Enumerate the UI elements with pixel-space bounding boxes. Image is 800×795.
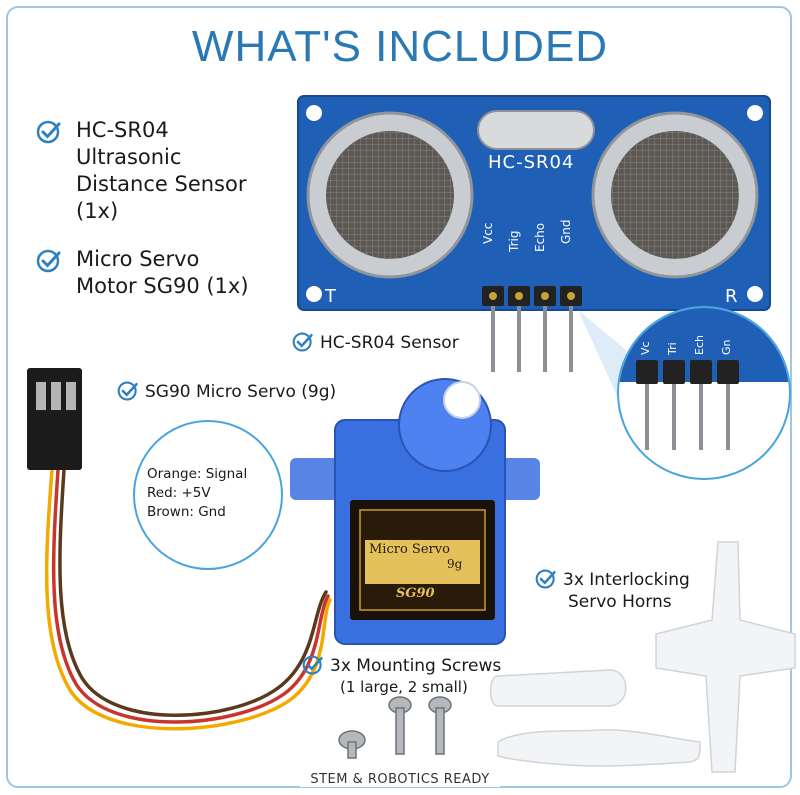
label-text: HC-SR04 Sensor — [320, 333, 459, 353]
zoom-pin-label: Tri — [666, 342, 679, 355]
board-mark-t: T — [325, 286, 336, 307]
label-text: SG90 Micro Servo (9g) — [145, 382, 337, 402]
servo-connector — [27, 368, 82, 470]
feature-item-sensor: HC-SR04 Ultrasonic Distance Sensor (1x) — [36, 117, 247, 225]
sg90-servo — [290, 378, 540, 645]
feature-line: Distance Sensor — [76, 172, 247, 196]
footer-text: STEM & ROBOTICS READY — [300, 772, 500, 787]
wiring-callout: Orange: Signal Red: +5V Brown: Gnd — [133, 420, 283, 570]
check-icon — [117, 381, 138, 401]
check-icon — [36, 120, 61, 144]
servo-sticker-line1: Micro Servo — [369, 542, 450, 557]
feature-line: HC-SR04 — [76, 118, 169, 142]
check-icon — [292, 332, 313, 352]
feature-line: Micro Servo — [76, 247, 200, 271]
zoom-pin-label: Ech — [693, 335, 706, 355]
wiring-line: Brown: Gnd — [147, 504, 226, 520]
label-horns: 3x Interlocking — [535, 568, 690, 590]
mounting-screws — [338, 696, 452, 759]
zoom-pin-label: Vc — [639, 341, 652, 355]
hc-sr04-board — [297, 95, 771, 372]
frame-border — [6, 6, 792, 788]
label-screws: 3x Mounting Screws — [302, 654, 501, 676]
feature-line: Motor SG90 (1x) — [76, 274, 249, 298]
label-horns-line2: Servo Horns — [568, 592, 672, 612]
servo-sticker-line3: SG90 — [396, 586, 435, 601]
board-mark-r: R — [725, 286, 738, 307]
feature-item-servo: Micro Servo Motor SG90 (1x) — [36, 246, 249, 300]
pin-label-gnd: Gnd — [559, 219, 573, 244]
label-servo: SG90 Micro Servo (9g) — [117, 380, 336, 402]
page-title: WHAT'S INCLUDED — [191, 22, 609, 71]
pin-label-echo: Echo — [533, 222, 547, 252]
wiring-line: Red: +5V — [147, 485, 211, 501]
servo-sticker-line2: 9g — [447, 557, 463, 571]
zoom-pin-label: Gn — [720, 339, 733, 356]
board-model-text: HC-SR04 — [488, 152, 575, 173]
pin-zoom-callout — [578, 306, 791, 480]
check-icon — [36, 249, 61, 273]
check-icon — [535, 569, 556, 589]
label-screws-line2: (1 large, 2 small) — [340, 678, 468, 696]
label-sensor: HC-SR04 Sensor — [292, 331, 459, 353]
label-text: 3x Mounting Screws — [330, 656, 502, 676]
check-icon — [302, 655, 323, 675]
pin-label-trig: Trig — [507, 230, 521, 252]
label-text: 3x Interlocking — [563, 570, 690, 590]
feature-line: (1x) — [76, 199, 119, 223]
servo-cable — [44, 468, 332, 731]
footer-tagline: STEM & ROBOTICS READY — [0, 772, 800, 787]
servo-horns — [489, 541, 796, 773]
pin-label-vcc: Vcc — [481, 222, 495, 244]
wiring-line: Orange: Signal — [147, 466, 248, 482]
feature-line: Ultrasonic — [76, 145, 182, 169]
